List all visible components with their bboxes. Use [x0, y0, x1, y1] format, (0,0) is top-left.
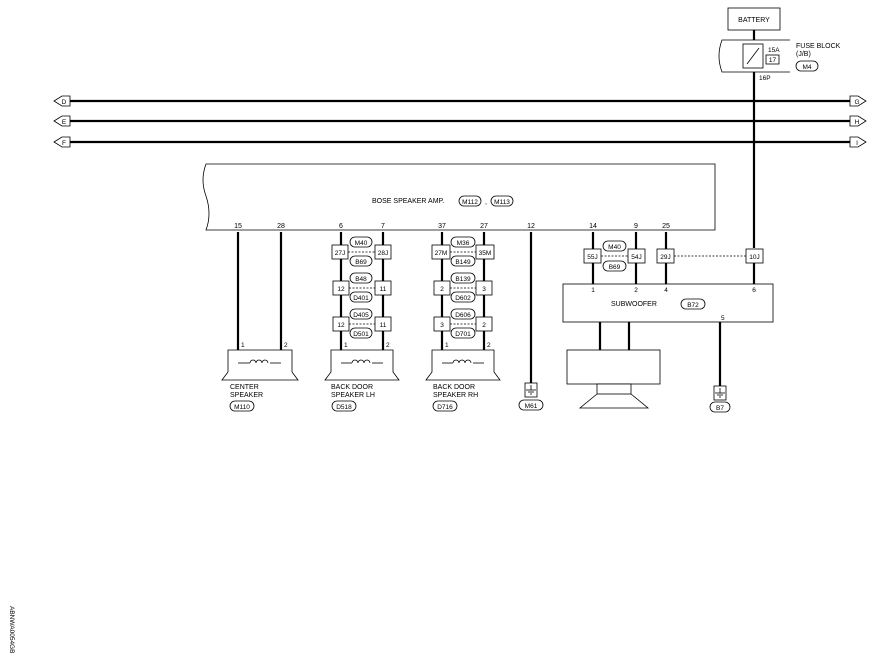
bus-lines: D E F G H I — [53, 95, 867, 148]
sub-j2: 54J — [631, 254, 641, 261]
back-door-speaker-rh: BACK DOOR SPEAKER RH D716 — [425, 349, 501, 412]
center-conn: M110 — [234, 404, 250, 411]
center-line1: CENTER — [230, 384, 259, 391]
amp-pin: 7 — [381, 223, 385, 230]
center-line2: SPEAKER — [230, 392, 263, 399]
lh-j2-left: 12 — [337, 286, 345, 293]
amp-pin: 27 — [480, 223, 488, 230]
amp-pin: 14 — [589, 223, 597, 230]
fuse-number: 17 — [769, 57, 777, 64]
lh-pin1: 1 — [344, 342, 348, 349]
amp-ground: M61 — [518, 232, 544, 411]
rh-j1-bottom: B149 — [455, 259, 471, 266]
subwoofer-label: SUBWOOFER — [611, 301, 657, 308]
bus-left-d: D — [62, 99, 67, 106]
amp-pin: 37 — [438, 223, 446, 230]
rh-pin1: 1 — [445, 342, 449, 349]
fuse-rating: 15A — [768, 47, 780, 54]
rh-line2: SPEAKER RH — [433, 392, 478, 399]
lh-j1-right: 28J — [378, 250, 388, 257]
lh-j3-right: 11 — [380, 322, 387, 329]
bus-left-e: E — [62, 119, 67, 126]
fuse-block-connector: M4 — [802, 64, 811, 71]
fuse-block-sub: (J/B) — [796, 51, 811, 58]
rh-j3-top: D606 — [455, 312, 471, 319]
ground-m61: M61 — [525, 403, 538, 410]
amp-pin: 25 — [662, 223, 670, 230]
rh-j2-top: B139 — [455, 276, 471, 283]
sub-j4: 10J — [749, 254, 759, 261]
center-pin1: 1 — [241, 342, 245, 349]
rh-j2-right: 3 — [482, 286, 486, 293]
lh-j1-bottom: B69 — [355, 259, 367, 266]
lh-j3-bottom: D501 — [353, 331, 369, 338]
svg-text:,: , — [485, 199, 487, 206]
rh-j2-bottom: D602 — [455, 295, 471, 302]
rh-j1-right: 35M — [479, 250, 492, 257]
amp-conn1: M112 — [462, 199, 478, 206]
bose-speaker-amp: BOSE SPEAKER AMP. M112 , M113 15 28 6 7 … — [202, 163, 716, 231]
sub-j-bottom: B69 — [609, 264, 621, 271]
subwoofer-circuit: 55J 54J M40 B69 29J 10J — [583, 232, 764, 284]
amp-pin: 12 — [527, 223, 535, 230]
lh-line1: BACK DOOR — [331, 384, 373, 391]
figure-code: ABNWA0054GB — [8, 606, 15, 653]
fuse-pin: 16P — [759, 75, 771, 82]
lh-j2-bottom: D401 — [353, 295, 369, 302]
center-speaker-circuit: 1 2 — [236, 232, 288, 350]
lh-j1-top: M40 — [355, 240, 368, 247]
lh-j3-left: 12 — [337, 322, 345, 329]
lh-line2: SPEAKER LH — [331, 392, 375, 399]
sub-j3: 29J — [660, 254, 670, 261]
sub-pin: 1 — [591, 287, 595, 294]
fuse-block-title: FUSE BLOCK — [796, 43, 841, 50]
sub-pin5: 5 — [721, 315, 725, 322]
rh-j2-left: 2 — [440, 286, 444, 293]
lh-speaker-circuit: 27J 28J M40 B69 12 11 B48 D401 12 11 D40… — [331, 232, 392, 350]
subwoofer: 1 2 4 6 SUBWOOFER B72 5 B7 — [562, 283, 774, 413]
lh-conn: D518 — [336, 404, 352, 411]
amp-label: BOSE SPEAKER AMP. — [372, 198, 444, 205]
bus-right-g: G — [854, 99, 859, 106]
rh-line1: BACK DOOR — [433, 384, 475, 391]
bus-left-f: F — [62, 140, 66, 147]
rh-speaker-circuit: 27M 35M M36 B149 2 3 B139 D602 3 2 D606 … — [431, 232, 495, 350]
center-speaker: CENTER SPEAKER M110 — [221, 349, 299, 412]
battery: BATTERY — [727, 7, 781, 31]
sub-pin: 6 — [752, 287, 756, 294]
battery-label: BATTERY — [738, 17, 770, 24]
lh-j1-left: 27J — [335, 250, 345, 257]
bus-right-i: I — [856, 140, 858, 147]
rh-j3-bottom: D701 — [455, 331, 471, 338]
rh-pin2: 2 — [487, 342, 491, 349]
amp-conn2: M113 — [494, 199, 510, 206]
sub-j1: 55J — [587, 254, 597, 261]
center-pin2: 2 — [284, 342, 288, 349]
back-door-speaker-lh: BACK DOOR SPEAKER LH D518 — [324, 349, 400, 412]
lh-pin2: 2 — [386, 342, 390, 349]
rh-j3-right: 2 — [482, 322, 486, 329]
ground-b7: B7 — [716, 405, 724, 412]
amp-pin: 6 — [339, 223, 343, 230]
rh-j3-left: 3 — [440, 322, 444, 329]
rh-j1-top: M36 — [457, 240, 470, 247]
sub-j-top: M40 — [608, 244, 621, 251]
sub-pin: 2 — [634, 287, 638, 294]
lh-j3-top: D405 — [353, 312, 369, 319]
bus-right-h: H — [855, 119, 860, 126]
subwoofer-conn: B72 — [687, 302, 699, 309]
amp-pin: 15 — [234, 223, 242, 230]
rh-j1-left: 27M — [435, 250, 448, 257]
amp-pin: 28 — [277, 223, 285, 230]
lh-j2-right: 11 — [380, 286, 387, 293]
fuse-block: 15A 17 FUSE BLOCK (J/B) M4 16P — [718, 39, 841, 82]
lh-j2-top: B48 — [355, 276, 367, 283]
rh-conn: D716 — [437, 404, 453, 411]
sub-pin: 4 — [664, 287, 668, 294]
amp-pin: 9 — [634, 223, 638, 230]
